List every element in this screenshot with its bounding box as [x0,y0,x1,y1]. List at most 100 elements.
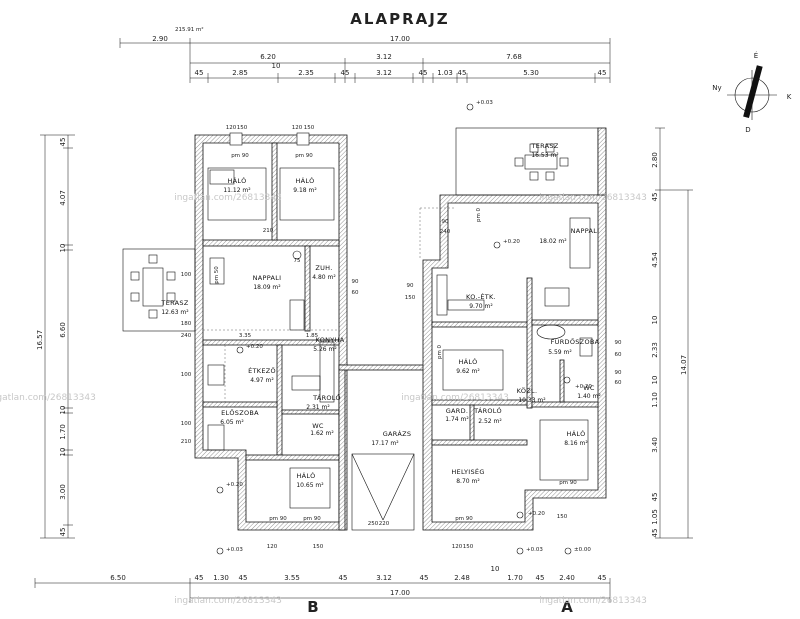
room-area: 12.63 m² [161,309,189,316]
note-label: pm 90 [295,153,313,159]
small-area-note: 215.91 m² [175,26,204,33]
note-label: pm 90 [559,480,577,486]
note-label: 150 [557,514,568,520]
annotations: pm 90 pm 90 120 150 120 150 pm 50 100 18… [181,125,622,550]
compass-s: D [745,126,750,134]
note-label: 180 [181,321,192,327]
room-area: 4.80 m² [312,274,336,281]
dim-left-total: 16.57 [36,330,44,350]
note-label: 100 [181,372,192,378]
room-area: 11.12 m² [223,187,251,194]
note-label: 120 [452,544,463,550]
dim-left-1: 4.07 [59,190,67,206]
dim-right-3: 10 [651,316,659,325]
room-name: NAPPALI [571,227,600,235]
level-1: +0.20 [246,344,263,350]
room-area: 1.74 m² [445,416,469,423]
room-area: 8.16 m² [564,440,588,447]
north-compass-icon: É K D Ny [712,51,791,134]
dim-bot-10: 1.70 [507,574,523,582]
note-label: 210 [263,228,274,234]
room-area: 2.52 m² [478,418,502,425]
dim-bot-12: 2.40 [559,574,575,582]
note-label: 220 [379,521,390,527]
note-label: 60 [615,380,622,386]
room-area: 9.62 m² [456,368,480,375]
note-label: 240 [440,229,451,235]
dim-left-6: 10 [59,448,67,457]
note-label: 90 [442,219,449,225]
room-name: KÖZL. [517,386,538,395]
room-area: 1.62 m² [310,430,334,437]
level-7: ±0.00 [574,547,591,553]
room-name: HELYISÉG [451,467,484,476]
room-name: TERASZ [530,142,558,150]
room-name: ELŐSZOBA [221,408,259,417]
note-label: 1.85 [306,333,319,339]
dim-right-10: 45 [651,529,659,538]
compass-w: Ny [712,84,721,92]
room-name: NAPPALI [253,274,282,282]
garage [338,364,425,531]
note-label: 150 [237,125,248,131]
dim-bot-9: 10 [491,565,500,573]
note-label: 60 [352,290,359,296]
room-area: 6.05 m² [220,419,244,426]
note-label: pm 90 [269,516,287,522]
note-label: 210 [181,439,192,445]
watermark-text: ingatlan.com/26813343 [539,596,647,606]
dim-left-2: 10 [59,244,67,253]
section-label-b: B [307,598,318,616]
room-area: 16.53 m² [531,152,559,159]
building-a [419,127,607,531]
note-label: pm 90 [455,516,473,522]
left-dimensions: 16.57 45 4.07 10 6.60 10 1.70 10 3.00 45 [36,134,75,539]
dim-right-1: 45 [651,193,659,202]
room-name: HÁLÓ [458,357,477,366]
watermark-text: ingatlan.com/26813343 [174,596,282,606]
note-label: pm 90 [231,153,249,159]
watermarks: ingatlan.com/26813343 ingatlan.com/26813… [0,193,647,606]
dim-right-5: 10 [651,376,659,385]
compass-e: K [787,93,792,101]
room-area: 18.02 m² [539,238,567,245]
watermark-text: ingatlan.com/26813343 [0,393,96,403]
dim-r3-7: 1.03 [437,69,453,77]
level-3: +0.20 [226,482,243,488]
note-label: 100 [181,272,192,278]
room-name: HÁLÓ [227,176,246,185]
note-label: pm 90 [303,516,321,522]
note-label: 90 [407,283,414,289]
room-name: ÉTKEZŐ [248,366,276,375]
room-area: 9.70 m² [469,303,493,310]
note-label: 150 [463,544,474,550]
room-area: 10.65 m² [296,482,324,489]
dim-bot-0: 6.50 [110,574,126,582]
room-name: WC [312,422,324,430]
note-label: 150 [405,295,416,301]
room-area: 2.31 m² [306,404,330,411]
dim-right-7: 3.40 [651,437,659,453]
dim-r3-0: 45 [195,69,204,77]
dim-r3-8: 45 [458,69,467,77]
dim-left-5: 1.70 [59,424,67,440]
level-markers: +0.03 +0.20 +0.20 +0.20 +0.20 +0.03 +0.0… [216,100,592,555]
room-name: TERASZ [160,299,188,307]
dim-left-8: 45 [59,528,67,537]
dim-top-10: 10 [272,62,281,70]
note-label: 240 [181,333,192,339]
room-name: GARD. [446,407,469,415]
note-label: 150 [304,125,315,131]
room-name: TÁROLÓ [473,406,502,415]
note-label: 120 [267,544,278,550]
watermark-text: ingatlan.com/26813343 [174,193,282,203]
dim-right-total: 14.07 [680,355,688,375]
room-name: KONYHA [316,336,345,344]
note-label: pm 0 [437,344,443,359]
dim-bot-total: 17.00 [390,589,410,597]
dim-left-3: 6.60 [59,322,67,338]
room-name: WC [583,384,595,392]
room-labels: HÁLÓ 11.12 m² HÁLÓ 9.18 m² NAPPALI 18.09… [160,142,601,489]
room-name: HÁLÓ [295,176,314,185]
watermark-text: ingatlan.com/26813343 [539,193,647,203]
